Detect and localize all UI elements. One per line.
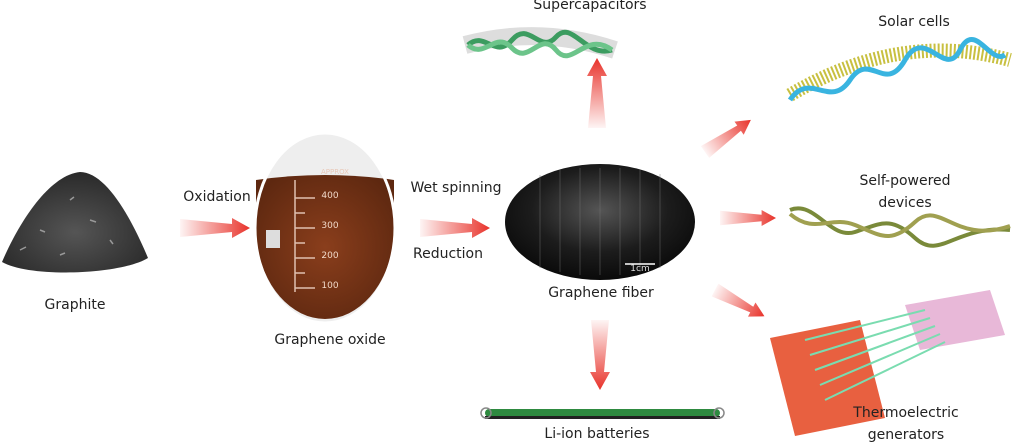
self-powered-fiber-image [788, 206, 1011, 248]
self-powered-label-line2: devices [878, 195, 932, 211]
beaker-brand-text: APPROX [321, 168, 349, 176]
li-ion-batteries-label: Li-ion batteries [544, 426, 650, 442]
thermoelectric-label-line2: generators [867, 427, 945, 443]
supercapacitors-label: Supercapacitors [533, 0, 647, 13]
graphene-fiber-spool-image [505, 164, 695, 280]
arrow-to-solar-cells [700, 113, 756, 159]
beaker-mark-200: 200 [321, 251, 339, 261]
beaker-mark-300: 300 [321, 221, 339, 231]
supercapacitor-fiber-image [462, 27, 618, 59]
self-powered-label-line1: Self-powered [859, 173, 951, 189]
solar-cells-label: Solar cells [878, 14, 950, 30]
scale-bar-label: 1cm [630, 264, 650, 274]
oxidation-label: Oxidation [183, 189, 251, 205]
graphite-label: Graphite [44, 297, 106, 313]
graphene-fiber-label: Graphene fiber [548, 285, 654, 301]
arrow-to-supercapacitors [587, 58, 607, 128]
oxidation-arrow [180, 218, 250, 238]
graphene-oxide-label: Graphene oxide [274, 332, 386, 348]
thermoelectric-generator-image [770, 290, 1005, 436]
graphene-oxide-beaker-image [253, 131, 397, 325]
arrow-to-thermoelectric [711, 282, 769, 324]
arrow-to-li-ion [590, 320, 610, 390]
arrow-to-self-powered [720, 210, 776, 226]
thermoelectric-label-line1: Thermoelectric [853, 405, 959, 421]
spinning-arrow [420, 218, 490, 238]
graphite-pile-image [2, 172, 148, 273]
beaker-mark-400: 400 [321, 191, 339, 201]
li-ion-battery-fiber-image [480, 407, 725, 419]
reduction-label: Reduction [413, 246, 483, 262]
wet-spinning-label: Wet spinning [410, 180, 502, 196]
solar-cell-fiber-image [786, 37, 1012, 102]
beaker-mark-100: 100 [321, 281, 339, 291]
